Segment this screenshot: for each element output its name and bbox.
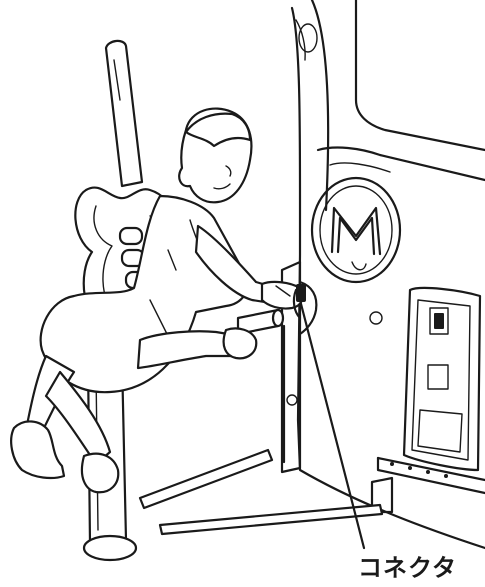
technician-figure: [11, 109, 303, 493]
coin-door: [370, 288, 480, 470]
logo-emblem: [312, 178, 400, 282]
connector-callout-label: コネクタ: [358, 548, 457, 583]
foot-bracket: [372, 458, 485, 512]
cabinet-panel: [292, 0, 485, 548]
connector-cable: [294, 282, 316, 334]
